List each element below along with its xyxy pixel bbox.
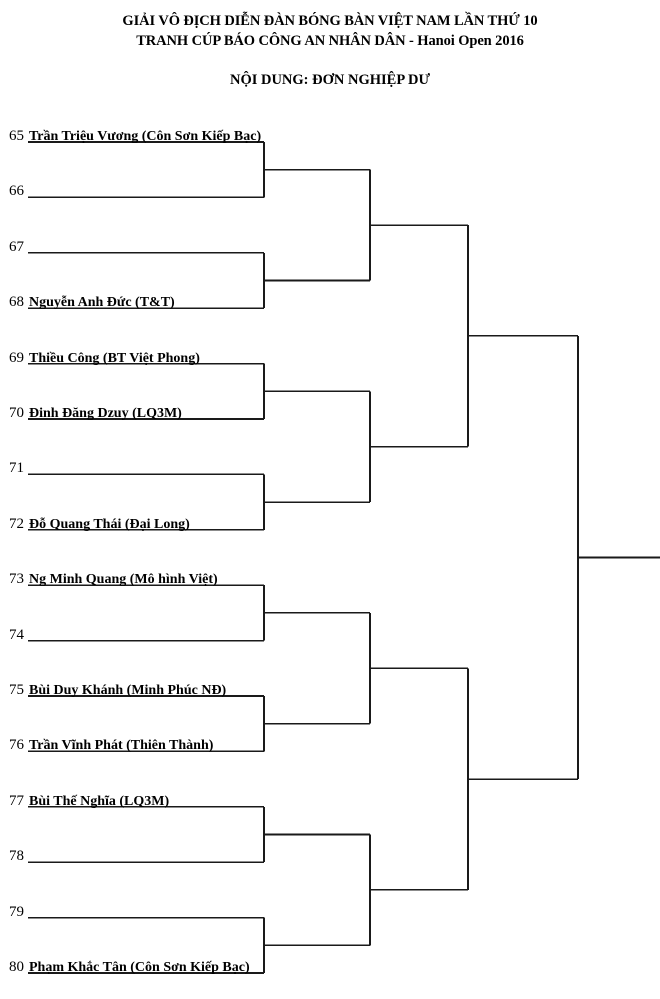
seed-number-70: 70: [9, 405, 24, 421]
seed-player-name-65: Trần Triệu Vương (Côn Sơn Kiếp Bạc): [29, 129, 262, 144]
seed-player-name-72: Đỗ Quang Thái (Đại Long): [29, 516, 190, 532]
seed-number-76: 76: [9, 737, 24, 754]
seed-slot-68[interactable]: 68 Nguyễn Anh Đức (T&T): [0, 287, 264, 311]
seed-slot-71[interactable]: 71: [0, 453, 264, 477]
seed-number-77: 77: [9, 792, 24, 809]
seed-slot-74[interactable]: 74: [0, 620, 264, 644]
seed-number-72: 72: [9, 515, 24, 532]
seed-player-name-80: Phạm Khắc Tân (Côn Sơn Kiếp Bạc): [29, 960, 250, 975]
seed-slot-77[interactable]: 77 Bùi Thế Nghĩa (LQ3M): [0, 786, 264, 810]
seed-number-71: 71: [9, 460, 24, 477]
seed-slot-79[interactable]: 79: [0, 897, 264, 921]
seed-number-75: 75: [9, 682, 24, 698]
seed-number-79: 79: [9, 903, 24, 920]
seed-number-65: 65: [9, 128, 24, 144]
event-category-subtitle: NỘI DUNG: ĐƠN NGHIỆP DƯ: [229, 72, 431, 88]
seed-slot-72[interactable]: 72 Đỗ Quang Thái (Đại Long): [0, 509, 264, 533]
tournament-title-line-1: GIẢI VÔ ĐỊCH DIỄN ĐÀN BÓNG BÀN VIỆT NAM …: [122, 13, 538, 29]
seed-number-66: 66: [9, 183, 24, 200]
seed-slot-67[interactable]: 67: [0, 232, 264, 256]
seed-slot-65[interactable]: 65 Trần Triệu Vương (Côn Sơn Kiếp Bạc): [0, 121, 264, 145]
seed-player-name-73: Ng Minh Quang (Mô hình Việt): [29, 572, 218, 588]
tournament-title-line-2: TRANH CÚP BÁO CÔNG AN NHÂN DÂN - Hanoi O…: [136, 33, 524, 49]
seed-number-80: 80: [9, 959, 24, 975]
seed-number-67: 67: [9, 238, 24, 255]
seed-slot-78[interactable]: 78: [0, 841, 264, 865]
seed-number-69: 69: [9, 349, 24, 366]
seed-player-name-77: Bùi Thế Nghĩa (LQ3M): [29, 793, 170, 809]
seed-slot-76[interactable]: 76 Trần Vĩnh Phát (Thiên Thành): [0, 730, 264, 754]
seed-number-68: 68: [9, 294, 24, 311]
seed-slot-70[interactable]: 70 Đinh Đăng Dzuy (LQ3M): [0, 398, 264, 422]
seed-slot-75[interactable]: 75 Bùi Duy Khánh (Minh Phúc NĐ): [0, 675, 264, 699]
seed-number-74: 74: [9, 626, 24, 643]
seed-player-name-69: Thiều Công (BT Việt Phong): [29, 350, 200, 366]
seed-player-name-68: Nguyễn Anh Đức (T&T): [29, 295, 175, 311]
seed-slot-73[interactable]: 73 Ng Minh Quang (Mô hình Việt): [0, 564, 264, 588]
seed-number-73: 73: [9, 571, 24, 588]
header: GIẢI VÔ ĐỊCH DIỄN ĐÀN BÓNG BÀN VIỆT NAM …: [0, 0, 660, 90]
seed-number-78: 78: [9, 848, 24, 865]
seed-player-name-75: Bùi Duy Khánh (Minh Phúc NĐ): [29, 683, 227, 698]
seed-player-name-70: Đinh Đăng Dzuy (LQ3M): [29, 406, 182, 421]
seed-slot-66[interactable]: 66: [0, 176, 264, 200]
seed-slot-69[interactable]: 69 Thiều Công (BT Việt Phong): [0, 343, 264, 367]
seed-player-name-76: Trần Vĩnh Phát (Thiên Thành): [29, 738, 214, 754]
seed-slot-80[interactable]: 80 Phạm Khắc Tân (Côn Sơn Kiếp Bạc): [0, 952, 264, 976]
